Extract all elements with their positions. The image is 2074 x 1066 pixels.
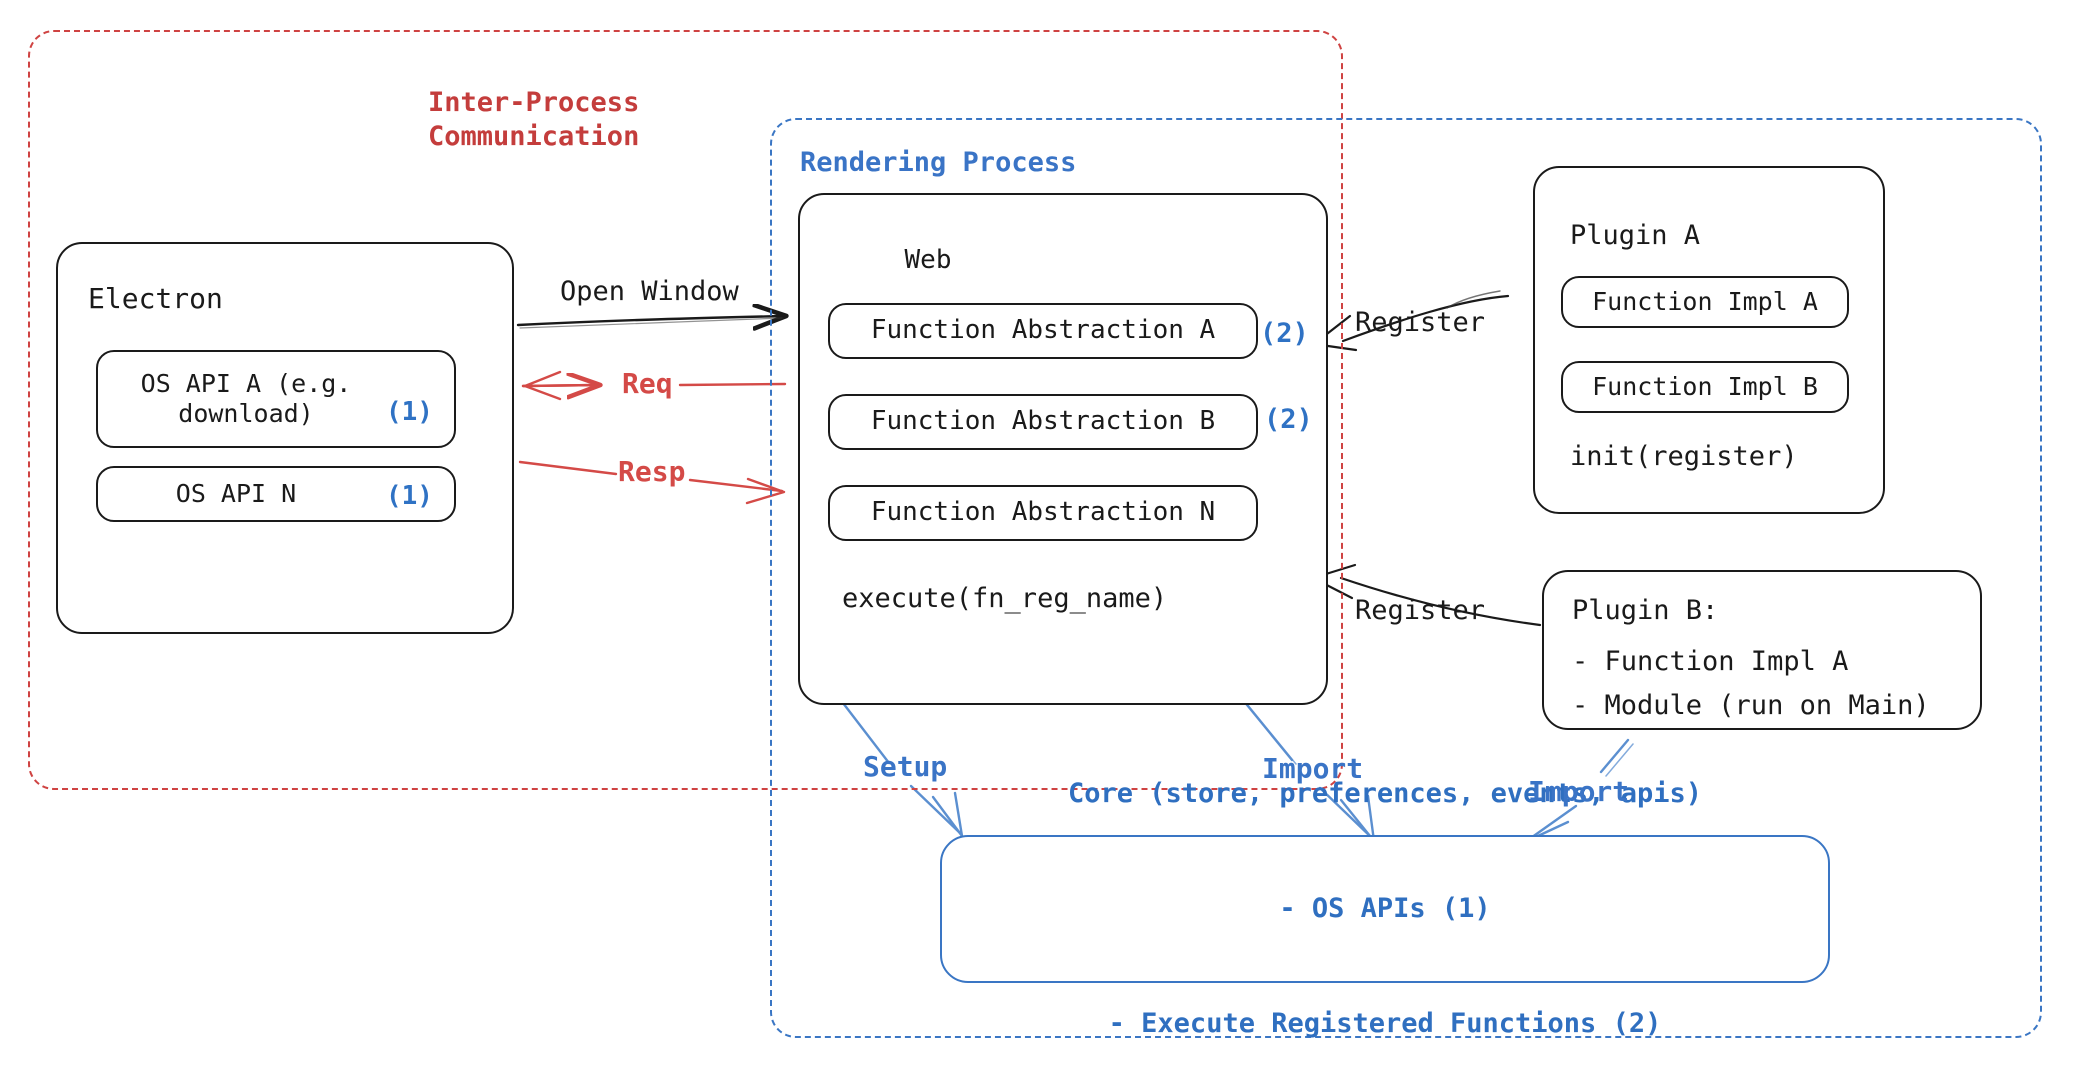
function-impl-a-label: Function Impl A: [1592, 286, 1818, 316]
function-abstraction-a-label: Function Abstraction A: [870, 315, 1216, 346]
function-impl-a-box[interactable]: [1561, 276, 1849, 328]
edge-label-req: Req: [622, 367, 673, 400]
core-line-1: Core (store, preferences, events, apis): [1068, 777, 1702, 809]
function-abstraction-n-label: Function Abstraction N: [870, 497, 1216, 528]
electron-title: Electron: [88, 282, 223, 315]
edge-label-open-window: Open Window: [560, 276, 739, 307]
plugin-a-box[interactable]: [1533, 166, 1885, 514]
edge-resp: [518, 460, 786, 505]
plugin-b-box[interactable]: [1542, 570, 1982, 730]
edge-label-import-plugin: Import: [1528, 775, 1630, 808]
plugin-a-init-label: init(register): [1570, 441, 1798, 472]
os-api-a-label: OS API A (e.g. download): [140, 368, 352, 429]
plugin-b-title: Plugin B:: [1572, 595, 1719, 626]
function-abstraction-b-badge: (2): [1264, 404, 1313, 435]
core-line-3: - Execute Registered Functions (2): [1108, 1007, 1662, 1039]
group-title-ipc: Inter-Process Communication: [428, 87, 640, 152]
edge-label-resp: Resp: [618, 455, 686, 488]
edge-label-register-top: Register: [1355, 307, 1486, 338]
edge-req: [521, 370, 787, 401]
function-abstraction-b-box[interactable]: [828, 394, 1258, 450]
plugin-a-title: Plugin A: [1570, 220, 1701, 251]
edge-label-setup: Setup: [863, 750, 948, 783]
function-abstraction-b-label: Function Abstraction B: [870, 406, 1216, 437]
web-title: Web: [904, 245, 952, 276]
group-inter-process-communication: [28, 30, 1343, 790]
edge-label-register-bottom: Register: [1355, 595, 1486, 626]
function-abstraction-n-box[interactable]: [828, 485, 1258, 541]
function-impl-b-label: Function Impl B: [1592, 371, 1818, 401]
function-abstraction-a-box[interactable]: [828, 303, 1258, 359]
os-api-n-box[interactable]: [96, 466, 456, 522]
function-impl-b-box[interactable]: [1561, 361, 1849, 413]
plugin-b-item-function-impl-a: - Function Impl A: [1572, 646, 1849, 677]
group-title-rendering-process: Rendering Process: [800, 147, 1077, 178]
edge-label-import-web: Import: [1262, 752, 1364, 785]
edge-open-window: [516, 316, 784, 328]
web-execute-label: execute(fn_reg_name): [842, 583, 1168, 614]
os-api-a-badge: (1): [386, 397, 433, 427]
os-api-n-badge: (1): [386, 481, 433, 511]
os-api-a-box[interactable]: [96, 350, 456, 448]
plugin-b-item-module: - Module (run on Main): [1572, 690, 1930, 721]
os-api-n-label: OS API N: [175, 478, 297, 508]
group-rendering-process: [770, 118, 2042, 1038]
core-line-2: - OS APIs (1): [1279, 892, 1491, 924]
core-box[interactable]: Core (store, preferences, events, apis) …: [940, 778, 1830, 1039]
function-abstraction-a-badge: (2): [1260, 318, 1309, 349]
